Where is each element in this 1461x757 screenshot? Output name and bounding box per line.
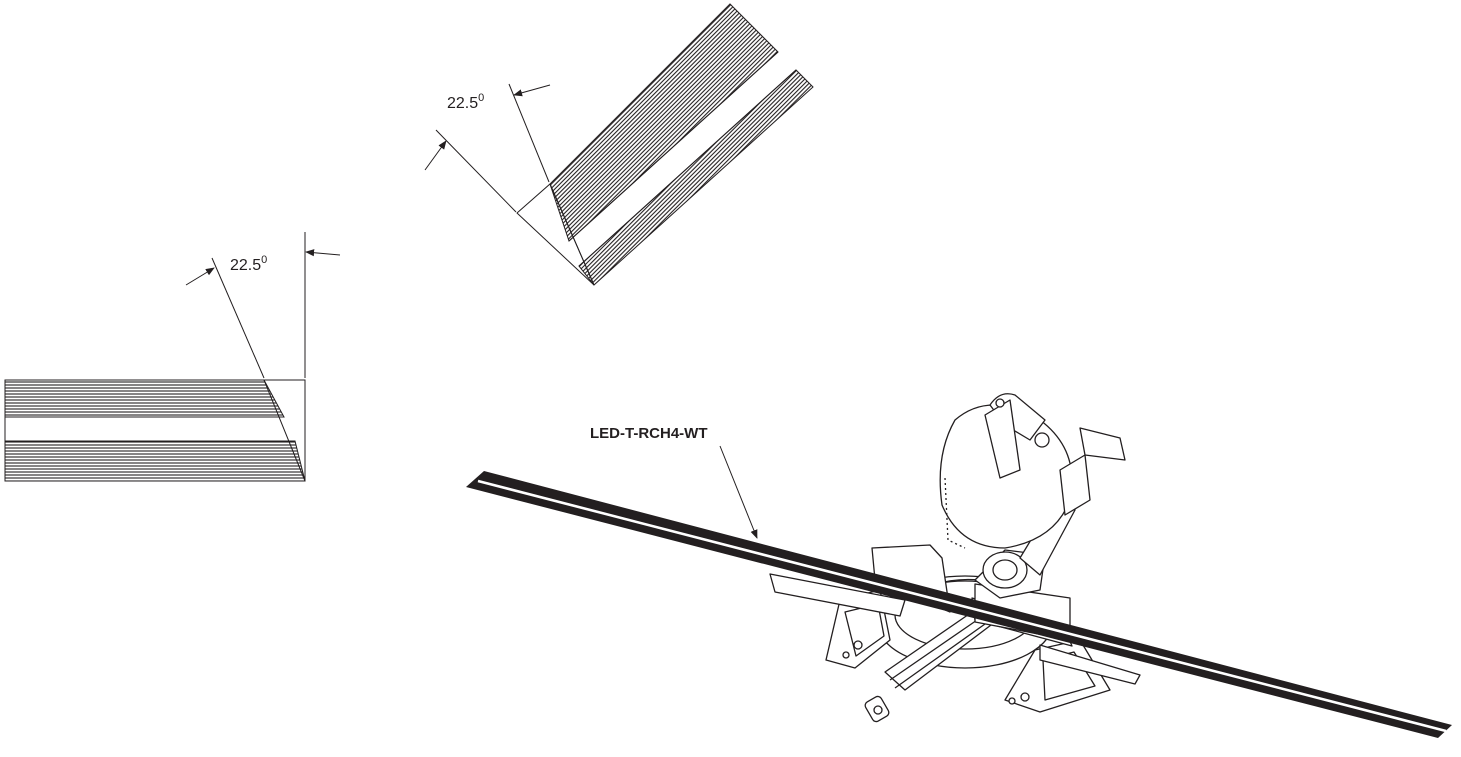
left-angle-label: 22.50 (230, 254, 267, 274)
top-angle-label: 22.50 (447, 92, 484, 112)
top-angle-dimension: 22.50 (424, 83, 551, 213)
miter-saw-icon (769, 393, 1141, 723)
led-channel-profile (466, 471, 1452, 738)
part-callout: LED-T-RCH4-WT (590, 425, 758, 539)
top-profile-section (516, 3, 814, 286)
left-profile-detail: 22.50 (4, 232, 341, 482)
top-profile-detail: 22.50 (424, 3, 814, 286)
left-angle-dimension: 22.50 (185, 232, 341, 379)
left-profile-section (4, 379, 306, 482)
callout-label: LED-T-RCH4-WT (590, 425, 707, 442)
